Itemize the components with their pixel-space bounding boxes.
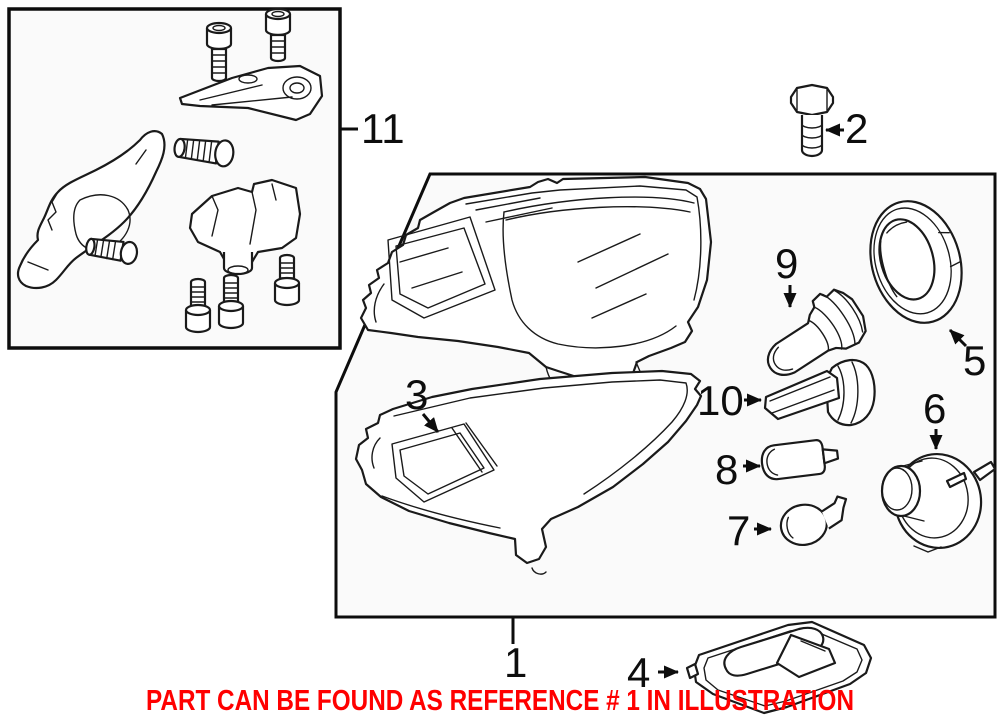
callout-label-11: 11 — [361, 105, 405, 152]
callout-10: 10 — [697, 377, 762, 424]
leader-arrow — [421, 413, 440, 433]
dust-cap-icon — [869, 200, 963, 324]
cap-screw-icon — [273, 253, 301, 307]
bracket-arm-icon — [16, 130, 166, 290]
callout-label-4: 4 — [627, 649, 650, 696]
cap-screw-icon — [184, 277, 212, 334]
screw-icon — [173, 137, 235, 168]
callout-1: 1 — [504, 618, 527, 686]
main-parts-box — [334, 172, 997, 619]
callout-label-9: 9 — [775, 240, 798, 287]
headlamp-seal-icon — [354, 369, 703, 575]
callout-5: 5 — [948, 328, 986, 384]
callout-7: 7 — [727, 507, 772, 554]
bulb-socket-icon — [880, 452, 997, 553]
reference-note: PART CAN BE FOUND AS REFERENCE # 1 IN IL… — [146, 685, 854, 717]
cap-screw-icon — [217, 273, 245, 330]
callout-6: 6 — [923, 385, 946, 450]
callout-11: 11 — [341, 105, 405, 152]
cap-screw-icon — [205, 21, 233, 83]
bolt-icon — [789, 83, 835, 158]
callout-2: 2 — [825, 105, 868, 152]
halogen-bulb-icon — [766, 288, 867, 376]
callout-4: 4 — [627, 649, 679, 696]
callout-3: 3 — [405, 371, 440, 433]
screw-icon — [85, 237, 139, 265]
control-module-icon — [685, 620, 873, 715]
cap-screw-icon — [264, 7, 292, 63]
callout-label-5: 5 — [963, 337, 986, 384]
bracket-icon — [178, 64, 324, 122]
callout-label-10: 10 — [697, 377, 744, 424]
callout-label-2: 2 — [845, 105, 868, 152]
bracket-kit-box — [7, 7, 342, 350]
callout-label-3: 3 — [405, 371, 428, 418]
callout-9: 9 — [775, 240, 798, 308]
callout-label-7: 7 — [727, 507, 750, 554]
wedge-bulb-icon — [763, 358, 876, 427]
cylinder-bulb-icon — [760, 439, 840, 481]
callout-8: 8 — [715, 446, 761, 493]
leader-arrow — [948, 328, 968, 348]
callout-label-1: 1 — [504, 639, 527, 686]
signal-bulb-icon — [779, 495, 848, 547]
callout-label-8: 8 — [715, 446, 738, 493]
bracket-icon — [188, 178, 302, 276]
callout-label-6: 6 — [923, 385, 946, 432]
